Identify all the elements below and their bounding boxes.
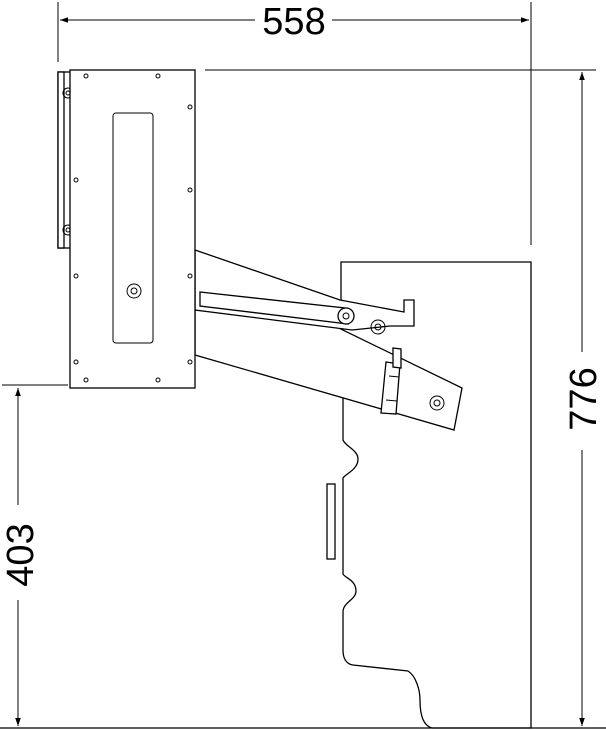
plate-slot: [112, 112, 154, 344]
pivot-bolt: [370, 319, 386, 335]
gas-strut: [199, 291, 355, 325]
dimension-height: 776: [205, 69, 605, 726]
front-clamp: [380, 347, 445, 415]
width-value: 558: [262, 1, 325, 43]
height-value: 776: [563, 367, 605, 430]
lower-height-value: 403: [0, 523, 42, 586]
mounting-plate: [69, 69, 196, 389]
cabinet-side-panel: [340, 261, 532, 729]
wall-bracket: [57, 71, 74, 249]
dimension-lower-height: 403: [0, 384, 68, 726]
dimension-width: 558: [57, 1, 532, 245]
mounting-strip: [326, 483, 336, 560]
plate-bolt: [126, 283, 142, 299]
